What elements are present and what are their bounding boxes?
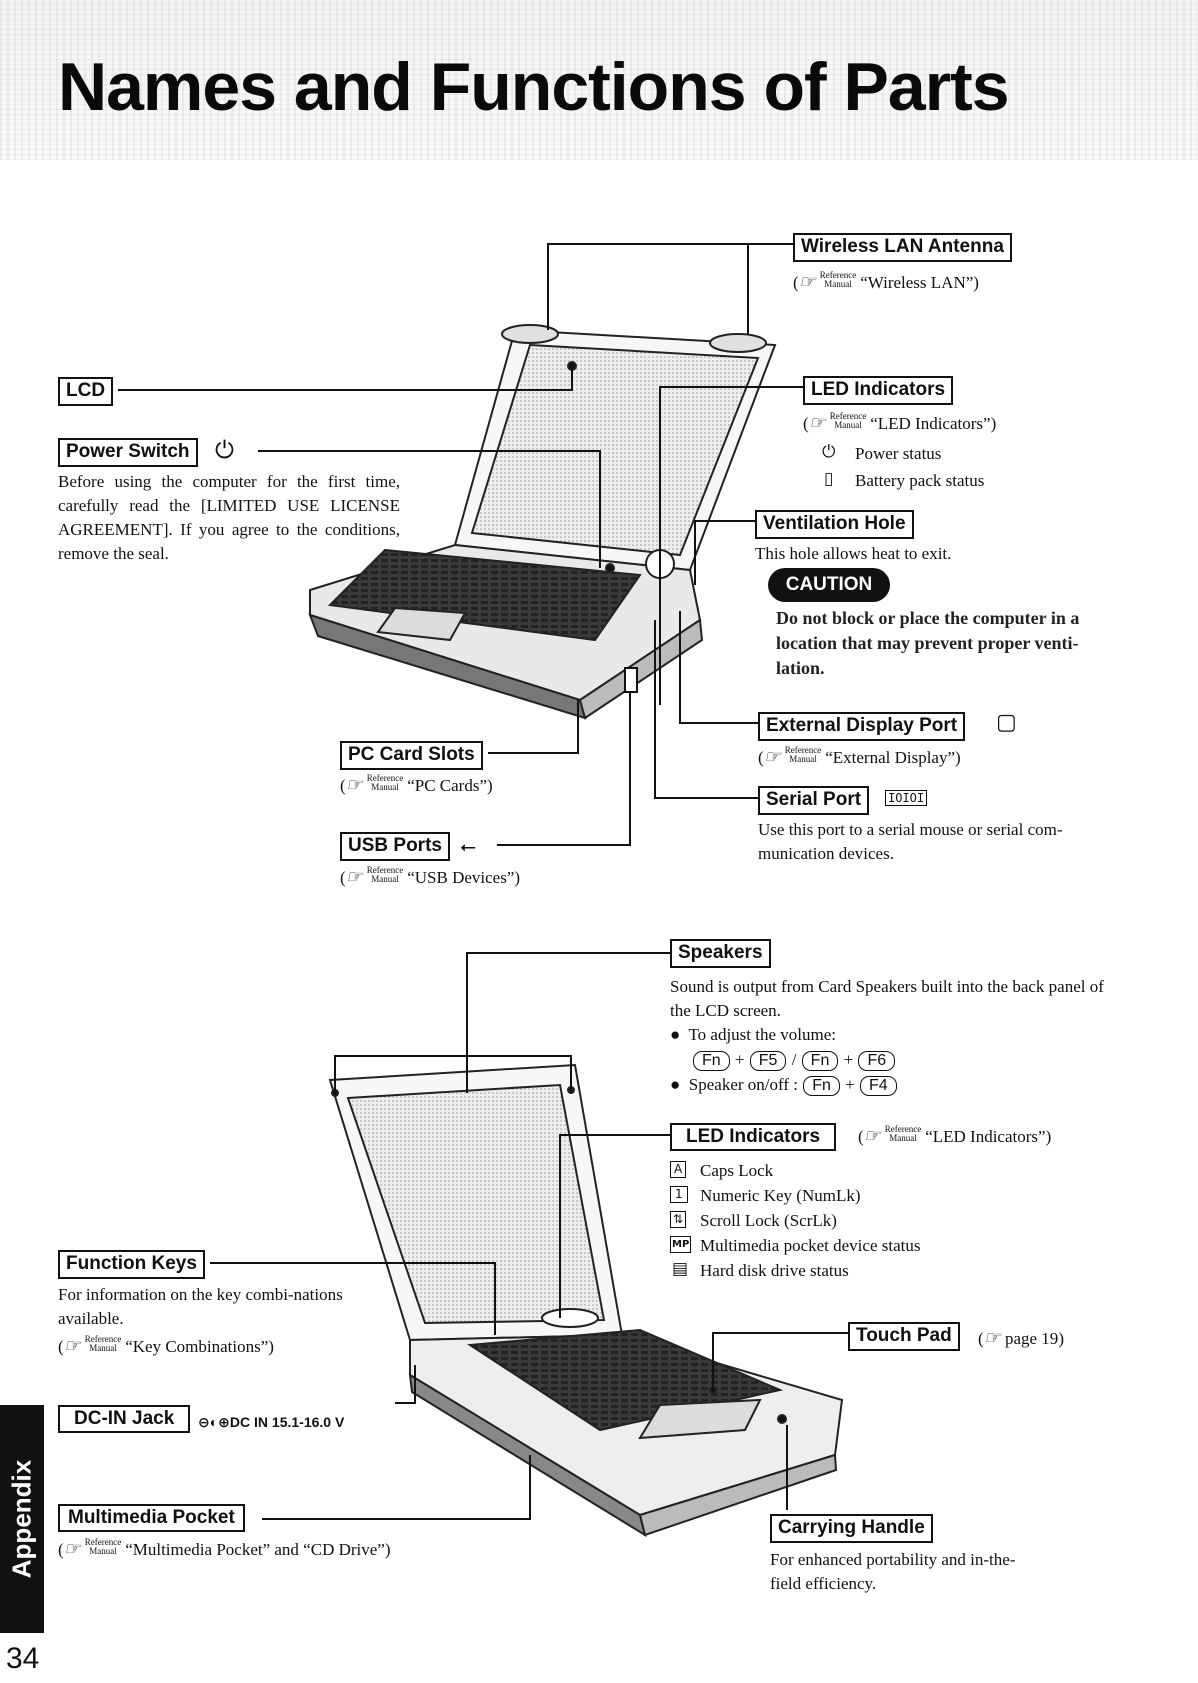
hard-disk-text: Hard disk drive status — [700, 1261, 849, 1280]
caps-lock-icon: A — [670, 1161, 687, 1178]
numlock-icon: 1 — [670, 1186, 688, 1203]
carrying-handle-description: For enhanced portability and in-the-fiel… — [770, 1550, 1016, 1593]
power-status-text: Power status — [855, 444, 942, 463]
volume-bullet: ● To adjust the volume: — [670, 1025, 837, 1044]
caution-badge: CAUTION — [768, 568, 890, 602]
power-icon: ⏻ — [215, 436, 234, 464]
ventilation-hole-description: This hole allows heat to exit. — [755, 544, 952, 563]
speakers-description: Sound is output from Card Speakers built… — [670, 977, 1104, 1020]
serial-port-description: Use this port to a serial mouse or seria… — [758, 820, 1063, 863]
scroll-lock-icon: ⇅ — [670, 1211, 687, 1228]
bottom-laptop — [328, 1063, 844, 1538]
multimedia-pocket-status-text: Multimedia pocket device status — [700, 1236, 921, 1255]
bottom-leader-lines — [210, 952, 848, 1520]
touch-pad-ref: (☞ page 19) — [978, 1328, 1064, 1349]
hand-pointer-icon: ☞ — [345, 775, 363, 796]
hand-pointer-icon: ☞ — [63, 1539, 81, 1560]
hand-pointer-icon: ☞ — [798, 272, 816, 293]
title-band — [0, 0, 1198, 160]
function-keys-label: Function Keys — [58, 1250, 205, 1279]
usb-icon: ⭠ — [460, 834, 476, 858]
caution-text: Do not block or place the computer in a … — [776, 608, 1080, 678]
hand-pointer-icon: ☞ — [345, 867, 363, 888]
ventilation-hole-label: Ventilation Hole — [755, 510, 914, 539]
multimedia-pocket-icon: MP — [670, 1236, 692, 1253]
volume-keys: Fn + F5 / Fn + F6 — [692, 1049, 896, 1071]
appendix-side-tab: Appendix — [0, 1405, 44, 1633]
external-display-port-label: External Display Port — [758, 712, 966, 741]
led-indicators-label-top: LED Indicators — [803, 376, 954, 405]
dc-in-jack-label: DC-IN Jack — [58, 1405, 191, 1433]
led-indicators-label-bottom: LED Indicators — [670, 1123, 837, 1151]
page-number: 34 — [6, 1642, 40, 1675]
caps-lock-text: Caps Lock — [700, 1161, 774, 1180]
carrying-handle-label: Carrying Handle — [770, 1514, 933, 1543]
hard-disk-icon: ▤ — [672, 1259, 689, 1279]
usb-ports-label: USB Ports — [340, 832, 450, 861]
hand-pointer-icon: ☞ — [983, 1328, 1001, 1349]
hand-pointer-icon: ☞ — [63, 1336, 81, 1357]
function-keys-description: For information on the key combi-nations… — [58, 1285, 343, 1328]
scroll-lock-text: Scroll Lock (ScrLk) — [700, 1211, 837, 1230]
hand-pointer-icon: ☞ — [863, 1126, 881, 1147]
power-status-icon: ⏻ — [822, 442, 836, 462]
serial-port-label: Serial Port — [758, 786, 870, 815]
speaker-mute-bullet: ● Speaker on/off : Fn + F4 — [670, 1074, 898, 1096]
power-switch-description: Before using the computer for the first … — [58, 472, 400, 563]
hand-pointer-icon: ☞ — [763, 747, 781, 768]
numlock-text: Numeric Key (NumLk) — [700, 1186, 861, 1205]
battery-status-icon: ▯ — [824, 469, 834, 489]
power-switch-label: Power Switch — [58, 438, 198, 467]
hand-pointer-icon: ☞ — [808, 413, 826, 434]
multimedia-pocket-label: Multimedia Pocket — [58, 1504, 245, 1532]
speakers-label: Speakers — [670, 939, 771, 968]
page-title: Names and Functions of Parts — [58, 49, 1010, 125]
wireless-lan-antenna-label: Wireless LAN Antenna — [793, 233, 1012, 262]
lcd-label: LCD — [58, 377, 114, 406]
display-port-icon: ▢ — [996, 710, 1017, 735]
battery-status-text: Battery pack status — [855, 471, 985, 490]
touch-pad-label: Touch Pad — [848, 1322, 960, 1351]
top-leader-lines — [118, 243, 803, 846]
pc-card-slots-label: PC Card Slots — [340, 741, 483, 770]
serial-port-icon: IOIOI — [885, 790, 928, 806]
dc-in-spec: ⊖◐⊕DC IN 15.1-16.0 V — [198, 1414, 345, 1430]
